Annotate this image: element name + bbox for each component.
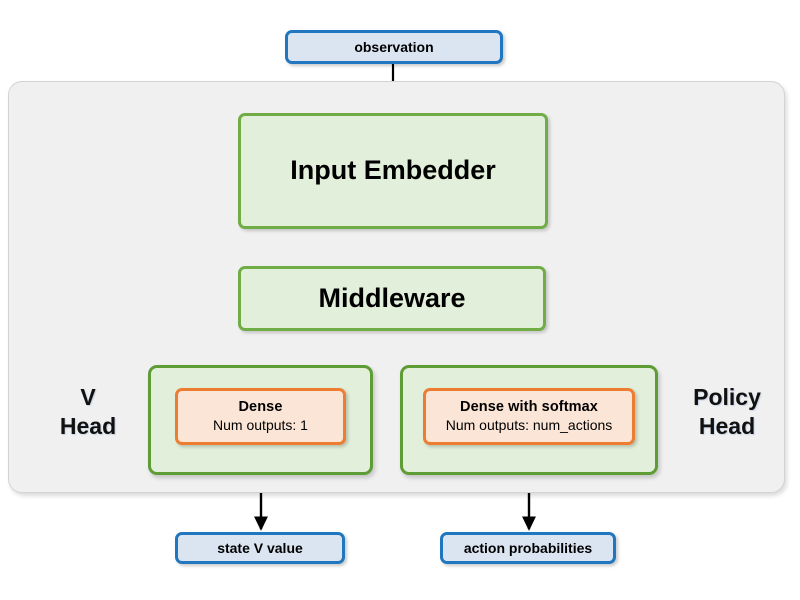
node-observation: observation — [285, 30, 503, 64]
node-state-v-value-label: state V value — [217, 539, 303, 556]
node-middleware: Middleware — [238, 266, 546, 331]
policy-head-label-line2: Head — [698, 412, 756, 439]
node-input-embedder-label: Input Embedder — [290, 155, 496, 186]
node-state-v-value: state V value — [175, 532, 345, 564]
node-dense-with-softmax-subtitle: Num outputs: num_actions — [445, 417, 613, 434]
v-head-label-line1: V — [80, 384, 96, 410]
policy-head-label: Policy Head — [666, 383, 788, 441]
node-dense-subtitle: Num outputs: 1 — [213, 417, 308, 434]
node-dense-with-softmax: Dense with softmax Num outputs: num_acti… — [423, 388, 635, 445]
node-input-embedder: Input Embedder — [238, 113, 548, 229]
node-action-probabilities: action probabilities — [440, 532, 616, 564]
node-middleware-label: Middleware — [318, 282, 466, 313]
node-action-probabilities-label: action probabilities — [463, 539, 593, 556]
v-head-label-line2: Head — [59, 412, 117, 439]
v-head-label: V Head — [36, 383, 140, 441]
node-dense-title: Dense — [238, 399, 283, 416]
node-observation-label: observation — [354, 38, 434, 55]
node-dense: Dense Num outputs: 1 — [175, 388, 346, 445]
node-dense-with-softmax-title: Dense with softmax — [460, 399, 598, 416]
policy-head-label-line1: Policy — [693, 384, 761, 410]
